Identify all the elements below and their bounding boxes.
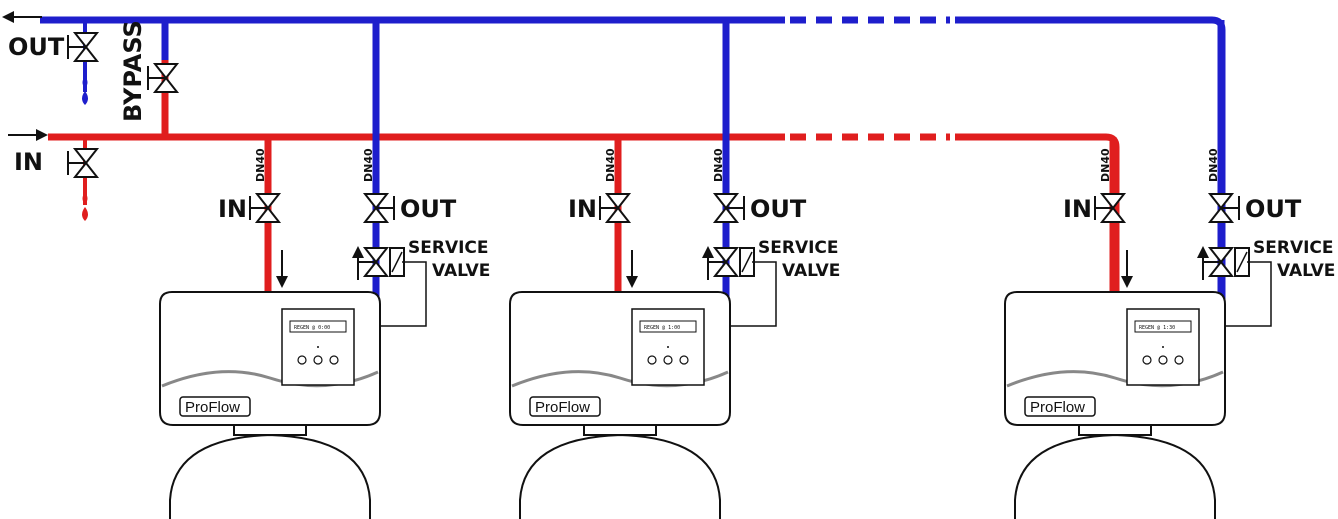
control-wire [730, 261, 777, 327]
down-button-icon [1174, 355, 1184, 365]
lcd-display [639, 320, 697, 333]
service-valve-icon [707, 247, 740, 277]
resin-tank [519, 433, 721, 519]
outlet-valve-label: OUT [400, 195, 457, 223]
control-wire [380, 261, 427, 327]
tank-neck [583, 424, 657, 436]
service-valve-icon [357, 247, 390, 277]
brand-logo: ProFlow [1030, 399, 1085, 416]
down-button-icon [679, 355, 689, 365]
inlet-valve-label: IN [1063, 195, 1092, 223]
outlet-drain-valve-icon [67, 32, 100, 62]
blue-drop-icon [82, 76, 88, 88]
regen-button-icon [1142, 355, 1152, 365]
brand-logo: ProFlow [535, 399, 590, 416]
pipe-size-label: DN40 [604, 148, 617, 182]
red-drop-icon [82, 192, 88, 204]
status-led [317, 346, 319, 348]
service-valve-label: SERVICE [408, 238, 489, 258]
service-valve-label: VALVE [432, 261, 490, 281]
bypass-label: BYPASS [119, 20, 147, 122]
in-label: IN [14, 148, 43, 176]
service-valve-label: SERVICE [758, 238, 839, 258]
pipe-size-label: DN40 [1207, 148, 1220, 182]
tank-neck [1078, 424, 1152, 436]
brand-badge [179, 396, 251, 417]
up-button-icon [313, 355, 323, 365]
down-button-icon [329, 355, 339, 365]
resin-tank [1014, 433, 1216, 519]
lcd-text: REGEN @ 1:30 [1139, 325, 1175, 331]
inlet-drain-valve-icon [67, 148, 100, 178]
outlet-valve-icon [1207, 193, 1240, 223]
tank-neck [233, 424, 307, 436]
brand-logo: ProFlow [185, 399, 240, 416]
service-valve-label: VALVE [1277, 261, 1335, 281]
inlet-valve-label: IN [568, 195, 597, 223]
outlet-valve-label: OUT [1245, 195, 1302, 223]
pipe-size-label: DN40 [1099, 148, 1112, 182]
lcd-display [1134, 320, 1192, 333]
inlet-valve-icon [249, 193, 282, 223]
service-valve-label: SERVICE [1253, 238, 1334, 258]
regen-button-icon [297, 355, 307, 365]
status-led [1162, 346, 1164, 348]
pipe-size-label: DN40 [362, 148, 375, 182]
service-valve-label: VALVE [782, 261, 840, 281]
up-button-icon [1158, 355, 1168, 365]
brand-badge [529, 396, 601, 417]
status-led [667, 346, 669, 348]
resin-tank [169, 433, 371, 519]
out-label: OUT [8, 33, 65, 61]
outlet-valve-icon [712, 193, 745, 223]
lcd-text: REGEN @ 1:00 [644, 325, 680, 331]
bypass-valve-icon [147, 63, 180, 93]
up-button-icon [663, 355, 673, 365]
outlet-valve-label: OUT [750, 195, 807, 223]
inlet-valve-icon [599, 193, 632, 223]
pipe-size-label: DN40 [712, 148, 725, 182]
outlet-valve-icon [362, 193, 395, 223]
regen-button-icon [647, 355, 657, 365]
lcd-display [289, 320, 347, 333]
inlet-valve-icon [1094, 193, 1127, 223]
lcd-text: REGEN @ 0:00 [294, 325, 330, 331]
brand-badge [1024, 396, 1096, 417]
service-valve-icon [1202, 247, 1235, 277]
control-wire [1225, 261, 1272, 327]
inlet-valve-label: IN [218, 195, 247, 223]
pipe-size-label: DN40 [254, 148, 267, 182]
